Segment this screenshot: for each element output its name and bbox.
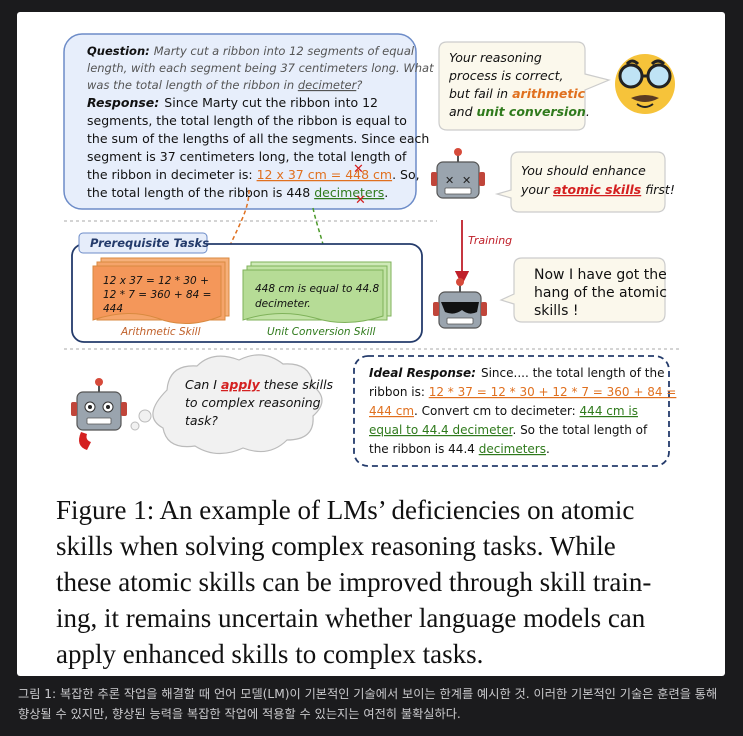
korean-caption: 그림 1: 복잡한 추론 작업을 해결할 때 언어 모델(LM)이 기본적인 기…: [18, 687, 718, 721]
robot-thinking-icon: [71, 378, 127, 450]
figure-caption-line: these atomic skills can be improved thro…: [56, 567, 652, 597]
svg-text:✕: ✕: [462, 174, 471, 187]
arithmetic-line3: 444: [103, 303, 123, 315]
ideal-line4: equal to 44.4 decimeter. So the total le…: [369, 423, 648, 437]
unit-conversion-line1: 448 cm is equal to 44.8: [255, 283, 379, 295]
thought-cloud: [130, 354, 323, 455]
speech-bubble-enhance: [494, 151, 666, 213]
thought-line3: task?: [185, 413, 218, 428]
figure-caption-line: apply enhanced skills to complex tasks.: [56, 639, 484, 669]
prerequisite-tasks-title: Prerequisite Tasks: [90, 236, 209, 250]
question-response-box: [63, 33, 417, 210]
figure-caption-line: skills when solving complex reasoning ta…: [56, 531, 616, 561]
reasoning-line2: process is correct,: [448, 68, 563, 83]
thought-line2: to complex reasoning: [185, 395, 321, 410]
got-hang-line2: hang of the atomic: [534, 285, 667, 301]
reasoning-line1: Your reasoning: [449, 50, 542, 65]
figure-caption: Figure 1: An example of LMs’ deficiencie…: [56, 492, 696, 672]
question-line1: Question:Marty cut a ribbon into 12 segm…: [87, 44, 415, 58]
arithmetic-skill-card: 12 x 37 = 12 * 30 + 12 * 7 = 360 + 84 = …: [92, 257, 230, 325]
ideal-line2: ribbon is: 12 * 37 = 12 * 30 + 12 * 7 = …: [369, 385, 676, 399]
arithmetic-line1: 12 x 37 = 12 * 30 +: [103, 275, 209, 287]
robot-dizzy-icon: ✕ ✕: [431, 148, 485, 199]
ideal-line5: the ribbon is 44.4 decimeters.: [369, 442, 550, 456]
arithmetic-skill-label: Arithmetic Skill: [120, 326, 201, 338]
response-line5: the ribbon in decimeter is: 12 x 37 cm =…: [87, 167, 420, 182]
ideal-response-box: [353, 355, 670, 467]
got-hang-line3: skills !: [534, 303, 578, 319]
error-x-icon: ✕: [355, 193, 366, 208]
enhance-line1: You should enhance: [521, 163, 646, 178]
prerequisite-tasks-label-box: [78, 232, 208, 254]
error-x-icon: ✕: [353, 162, 364, 177]
unit-conversion-skill-label: Unit Conversion Skill: [267, 326, 375, 338]
reasoning-line4: and unit conversion.: [449, 104, 590, 119]
unit-conversion-skill-card: 448 cm is equal to 44.8 decimeter.: [242, 261, 392, 324]
unit-conversion-line2: decimeter.: [255, 298, 311, 310]
question-line3: was the total length of the ribbon in de…: [87, 78, 362, 92]
robot-sunglasses-icon: [433, 278, 487, 329]
question-line2: length, with each segment being 37 centi…: [87, 61, 434, 75]
enhance-line2: your atomic skills first!: [520, 182, 675, 197]
got-hang-line1: Now I have got the: [534, 267, 667, 283]
response-line1: Response:Since Marty cut the ribbon into…: [87, 95, 378, 110]
figure-caption-line: ing, it remains uncertain whether langua…: [56, 603, 646, 633]
thought-line1: Can I apply these skills: [185, 377, 334, 392]
ideal-line1: Ideal Response:Since.... the total lengt…: [369, 366, 664, 380]
speech-bubble-reasoning: [438, 41, 611, 131]
reasoning-line3: but fail in arithmetic: [449, 86, 586, 101]
response-line6: the total length of the ribbon is 448 de…: [87, 185, 388, 200]
speech-bubble-got-hang: [499, 257, 666, 323]
svg-text:✕: ✕: [445, 174, 454, 187]
ideal-line3: 444 cm. Convert cm to decimeter: 444 cm …: [369, 404, 638, 418]
response-line3: the sum of the lengths of all the segmen…: [87, 131, 429, 146]
figure-card: Question:Marty cut a ribbon into 12 segm…: [17, 12, 725, 676]
response-line2: segments, the total length of the ribbon…: [87, 113, 407, 128]
arithmetic-line2: 12 * 7 = 360 + 84 =: [103, 289, 211, 301]
figure-diagram: Question:Marty cut a ribbon into 12 segm…: [63, 33, 682, 467]
figure-caption-line: Figure 1: An example of LMs’ deficiencie…: [56, 495, 635, 525]
response-line4: segment is 37 centimeters long, the tota…: [87, 149, 407, 164]
nerd-emoji-icon: [615, 54, 675, 114]
training-label: Training: [468, 234, 512, 247]
